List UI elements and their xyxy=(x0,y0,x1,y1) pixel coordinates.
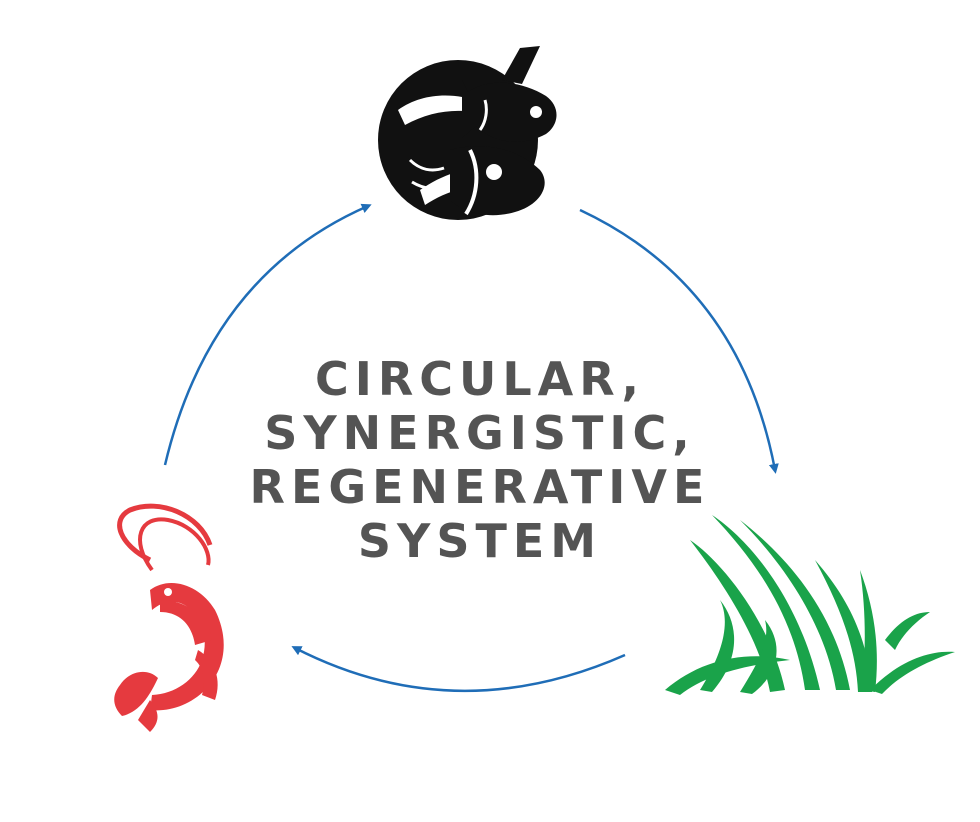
seaweed-icon xyxy=(665,515,955,695)
shrimp-icon xyxy=(114,503,224,732)
title-line-2: SYNERGISTIC, xyxy=(264,406,696,460)
title-line-3: REGENERATIVE xyxy=(249,460,711,514)
fish-icon xyxy=(378,46,557,220)
arrow-seaweed-to-shrimp xyxy=(291,646,626,693)
arrow-shrimp-to-fish xyxy=(163,203,372,466)
title-line-4: SYSTEM xyxy=(357,514,603,568)
arrow-fish-to-seaweed xyxy=(579,208,779,474)
title-line-1: CIRCULAR, xyxy=(314,352,646,406)
center-title: CIRCULAR, SYNERGISTIC, REGENERATIVE SYST… xyxy=(230,352,730,568)
